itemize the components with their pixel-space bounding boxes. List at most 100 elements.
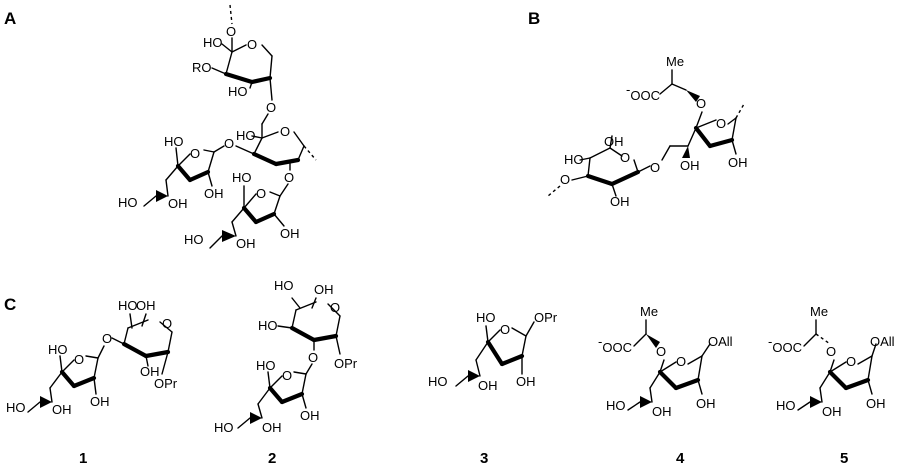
ring-oxygen: O	[716, 116, 726, 131]
label-o-link: O	[308, 350, 318, 365]
label-ho: HO	[164, 134, 184, 149]
label-ho: HO	[236, 128, 256, 143]
label-ho: HO	[184, 232, 204, 247]
label-oh: OH	[516, 374, 536, 389]
label-oh: OH	[822, 404, 842, 419]
label-ho: HO	[274, 278, 294, 293]
label-ho: HO	[256, 358, 276, 373]
label-o-ether: O	[656, 344, 666, 359]
label-oh: OH	[680, 158, 700, 173]
ring-1-furanose: O	[59, 352, 99, 389]
compound-2-structure: HO OH O HO OPr O O	[214, 278, 358, 435]
label-oh: OH	[314, 282, 334, 297]
ring-3-furanose: O	[485, 322, 527, 367]
label-carboxylate: -OOC	[768, 334, 802, 355]
chain-continuation	[547, 185, 561, 197]
label-o-link: O	[266, 100, 276, 115]
compound-5-structure: -OOC Me O O OAll OH OH HO	[768, 304, 895, 419]
label-oh: OH	[696, 396, 716, 411]
ring-oxygen: O	[330, 300, 340, 315]
label-ho: HO	[118, 298, 138, 313]
ring-2-pyranose: O	[289, 300, 341, 343]
ring-b-furanose: O	[693, 116, 737, 149]
ring-oxygen: O	[190, 146, 200, 161]
ring-oxygen: O	[162, 316, 172, 331]
label-o-top: O	[226, 24, 236, 39]
label-o-ether: O	[696, 96, 706, 111]
label-oh: OH	[300, 408, 320, 423]
ring-left-furanose: O	[175, 146, 215, 183]
label-oh: OH	[478, 378, 498, 393]
label-o-link: O	[102, 331, 112, 346]
compound-4-structure: -OOC Me O O OAll OH OH HO	[598, 304, 733, 419]
panel-label-b: B	[528, 9, 540, 28]
label-oh: OH	[140, 364, 160, 379]
label-oh: OH	[168, 196, 188, 211]
panel-b-structure: -OOC Me O O OH OH O	[547, 54, 748, 209]
label-o-ether: O	[826, 344, 836, 359]
label-o-link: O	[560, 172, 570, 187]
panel-label-a: A	[4, 9, 16, 28]
label-oh: OH	[728, 155, 748, 170]
compound-number-5: 5	[840, 450, 848, 467]
compound-number-4: 4	[676, 450, 685, 467]
label-ho: HO	[118, 195, 138, 210]
panel-a-structure: O O HO RO HO O	[118, 4, 317, 251]
label-carboxylate: -OOC	[626, 82, 660, 103]
label-me: Me	[810, 304, 828, 319]
compound-number-3: 3	[480, 450, 488, 467]
label-oall: OAll	[708, 334, 733, 349]
ring-oxygen: O	[846, 354, 856, 369]
label-oh: OH	[280, 226, 300, 241]
label-oh: OH	[262, 420, 282, 435]
ring-5-furanose: O	[827, 354, 873, 391]
label-ho: HO	[214, 420, 234, 435]
ring-oxygen: O	[500, 322, 510, 337]
label-ho: HO	[776, 398, 796, 413]
compound-number-1: 1	[79, 450, 87, 467]
panel-label-c: C	[4, 295, 16, 314]
label-oh: OH	[90, 394, 110, 409]
label-opr: OPr	[534, 310, 558, 325]
label-ho: HO	[606, 398, 626, 413]
label-ho: HO	[48, 342, 68, 357]
compound-number-2: 2	[268, 450, 276, 467]
hashed-bond	[815, 333, 831, 345]
compound-3-structure: HO O OPr OH OH HO	[428, 310, 558, 393]
label-opr: OPr	[334, 356, 358, 371]
label-ro: RO	[192, 60, 212, 75]
label-o-link: O	[224, 136, 234, 151]
ring-central-pyranose: O	[251, 123, 305, 167]
label-oh: OH	[136, 298, 156, 313]
label-me: Me	[640, 304, 658, 319]
label-oh: OH	[610, 194, 630, 209]
ring-oxygen: O	[676, 354, 686, 369]
label-oall: OAll	[870, 334, 895, 349]
ring-top-pyranose: O	[223, 37, 273, 85]
ring-b-pyranose: O	[585, 147, 641, 187]
chain-continuation	[735, 103, 745, 119]
ring-4-furanose: O	[657, 354, 703, 391]
ring-oxygen: O	[256, 186, 266, 201]
label-oh: OH	[204, 186, 224, 201]
label-oh: OH	[236, 236, 256, 251]
label-oh: OH	[866, 396, 886, 411]
compound-1-structure: HO OH O OH OPr O O	[6, 298, 178, 417]
label-me: Me	[666, 54, 684, 69]
label-oh: OH	[52, 402, 72, 417]
label-opr: OPr	[154, 376, 178, 391]
ring-lower-furanose: O	[241, 186, 281, 225]
ring-oxygen: O	[74, 352, 84, 367]
ring-oxygen: O	[620, 150, 630, 165]
label-oh: OH	[604, 134, 624, 149]
label-ho: HO	[428, 374, 448, 389]
label-ho: HO	[232, 170, 252, 185]
ring-oxygen: O	[247, 37, 257, 52]
label-ho: HO	[476, 310, 496, 325]
ring-1-pyranose: O	[121, 316, 173, 359]
label-oh: OH	[652, 404, 672, 419]
ring-oxygen: O	[282, 368, 292, 383]
chain-continuation-right	[303, 145, 317, 161]
